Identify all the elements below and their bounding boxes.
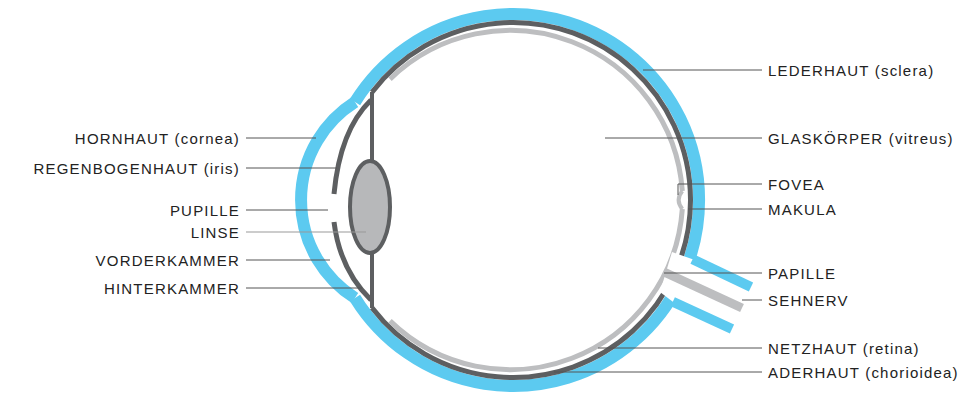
leader-line bbox=[598, 348, 762, 349]
part-label: NETZHAUT (retina) bbox=[768, 341, 920, 356]
leader-line bbox=[246, 232, 366, 233]
retina-arc bbox=[390, 209, 682, 370]
leader-line bbox=[246, 260, 330, 261]
fovea-pit bbox=[679, 191, 683, 209]
part-label: LEDERHAUT (sclera) bbox=[768, 63, 934, 78]
part-label: MAKULA bbox=[768, 202, 837, 217]
leader-line bbox=[664, 273, 762, 274]
leader-line bbox=[643, 70, 762, 71]
leader-line bbox=[605, 138, 762, 139]
leader-line bbox=[246, 288, 362, 289]
part-label: PAPILLE bbox=[768, 266, 836, 281]
leader-line bbox=[246, 138, 316, 139]
part-label: FOVEA bbox=[768, 177, 825, 192]
leader-line bbox=[688, 209, 762, 210]
lens-shape bbox=[350, 161, 390, 253]
part-label: GLASKÖRPER (vitreus) bbox=[768, 131, 954, 146]
leader-line bbox=[742, 300, 762, 301]
choroid-arc bbox=[372, 22, 691, 377]
part-label: PUPILLE bbox=[170, 203, 240, 218]
part-label: REGENBOGENHAUT (iris) bbox=[33, 161, 240, 176]
part-label: SEHNERV bbox=[768, 293, 849, 308]
optic-nerve-body bbox=[660, 252, 751, 329]
part-label: HORNHAUT (cornea) bbox=[75, 131, 240, 146]
leader-line bbox=[246, 210, 328, 211]
retina-arc bbox=[390, 30, 682, 191]
part-label: VORDERKAMMER bbox=[96, 253, 240, 268]
leader-lines bbox=[246, 70, 762, 372]
part-label: HINTERKAMMER bbox=[104, 281, 240, 296]
part-label: LINSE bbox=[191, 225, 240, 240]
part-label: ADERHAUT (chorioidea) bbox=[768, 365, 959, 380]
leader-line bbox=[246, 168, 337, 169]
optic-nerve-sheath bbox=[673, 302, 732, 329]
leader-line bbox=[554, 372, 762, 373]
leader-line bbox=[678, 184, 762, 195]
optic-nerve-core bbox=[664, 272, 742, 308]
